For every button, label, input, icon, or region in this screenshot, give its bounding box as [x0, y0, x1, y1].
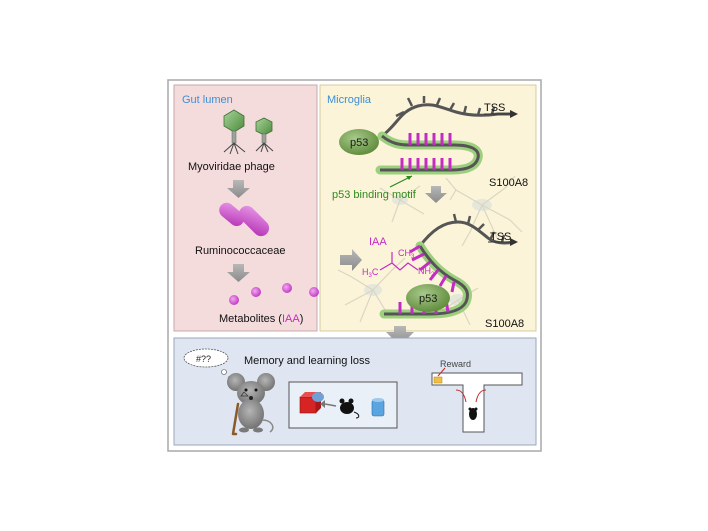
dna-hairpin-top: TSS: [375, 96, 518, 175]
myoviridae-phage-icon: [223, 109, 274, 155]
t-maze: Reward: [431, 359, 523, 433]
gut-lumen-panel: Gut lumen Myoviridae phage Ruminococcace…: [173, 84, 330, 332]
microglia-panel: Microglia TSS p53 S100A8: [319, 84, 537, 332]
object-recognition-box: [288, 381, 398, 429]
phage-label: Myoviridae phage: [188, 161, 275, 173]
motif-label: p53 binding motif: [332, 189, 417, 201]
thought-cloud-icon: #??: [183, 348, 233, 381]
svg-text:H3C: H3C: [362, 267, 379, 279]
gut-lumen-title: Gut lumen: [182, 94, 233, 106]
memory-loss-title: Memory and learning loss: [244, 355, 370, 367]
reward-label: Reward: [440, 359, 471, 369]
bacteria-label: Ruminococcaceae: [195, 245, 286, 257]
down-arrow-icon: [227, 264, 250, 282]
mouse-in-maze-icon: [469, 408, 477, 420]
iaa-label: IAA: [369, 236, 387, 248]
metabolite-dot: [251, 287, 261, 297]
gene-label-bottom: S100A8: [485, 318, 524, 330]
right-arrow-icon: [340, 249, 362, 271]
p53-label-bottom: p53: [419, 293, 437, 305]
tss-label-top: TSS: [484, 102, 505, 114]
p53-label-top: p53: [350, 137, 368, 149]
p53-protein-bottom: [406, 284, 450, 312]
down-arrow-icon: [425, 186, 447, 203]
memory-loss-panel: #?? Memory and learning loss: [173, 337, 537, 446]
svg-text:CH3: CH3: [398, 248, 415, 260]
old-mouse-icon: [227, 373, 275, 436]
cheese-icon: [433, 376, 443, 384]
metabolites-label: Metabolites (IAA): [219, 313, 303, 325]
tss-label-bottom: TSS: [490, 231, 511, 243]
p53-protein-top: [339, 129, 379, 155]
microglia-title: Microglia: [327, 94, 372, 106]
down-arrow-icon: [386, 326, 414, 346]
down-arrow-icon: [227, 180, 250, 198]
metabolite-dot: [309, 287, 319, 297]
metabolite-dot: [229, 295, 239, 305]
gene-label-top: S100A8: [489, 177, 528, 189]
metabolite-dot: [282, 283, 292, 293]
ruminococcaceae-bacteria-icon: [219, 202, 270, 237]
thought-text: #??: [196, 354, 211, 364]
